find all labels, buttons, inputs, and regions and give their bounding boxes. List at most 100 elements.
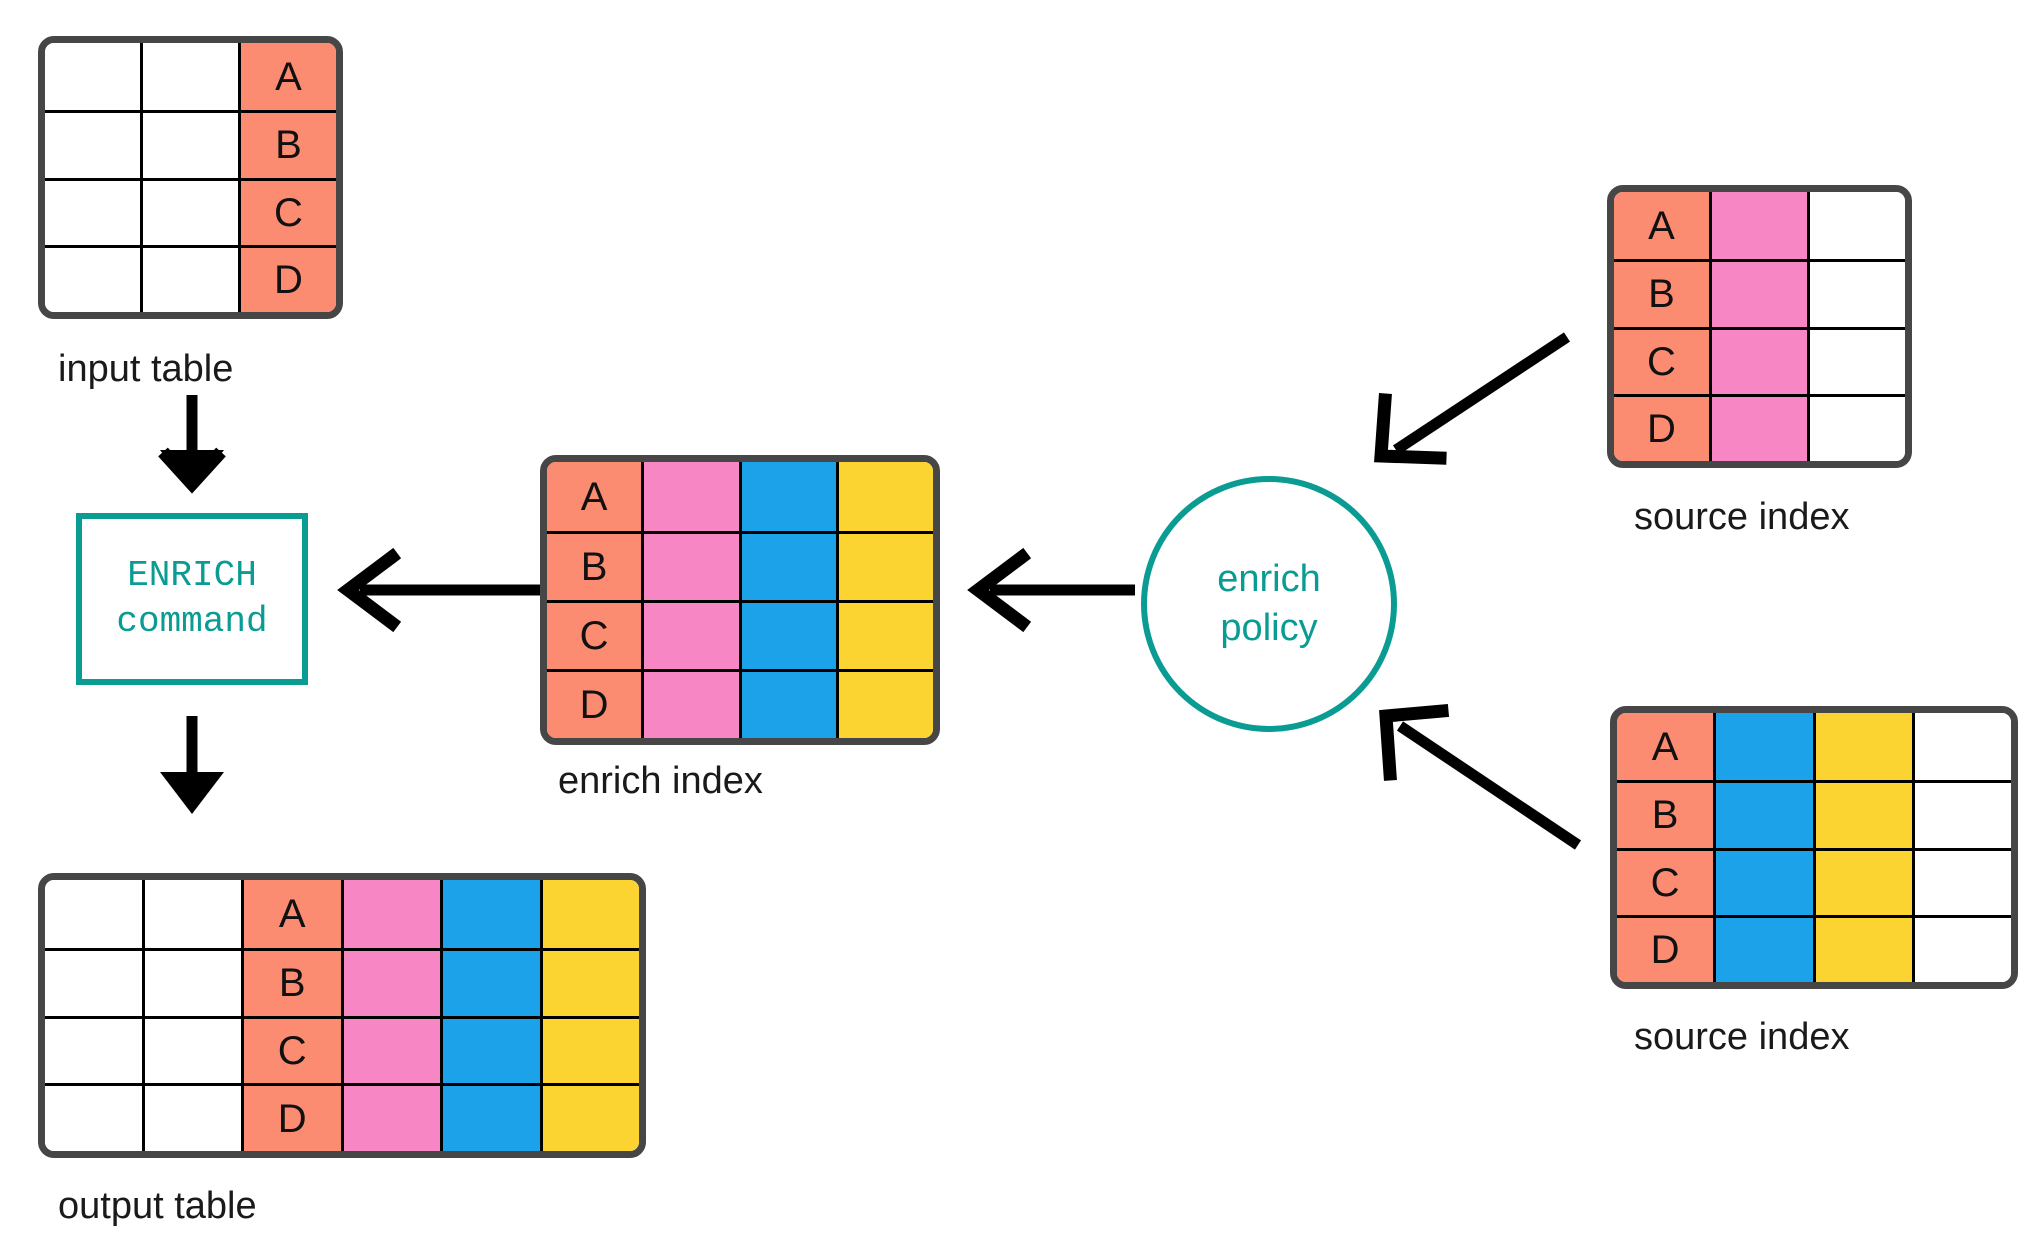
table-cell-key: D bbox=[1617, 914, 1714, 982]
table-cell bbox=[45, 947, 142, 1016]
table-row: D bbox=[547, 669, 933, 738]
table-cell bbox=[1709, 259, 1807, 327]
table-row: B bbox=[45, 947, 639, 1016]
table-cell-key: A bbox=[238, 43, 336, 111]
table-cell bbox=[835, 531, 933, 600]
table-cell-key: A bbox=[241, 880, 341, 948]
table-row: C bbox=[45, 177, 336, 245]
table-row: B bbox=[1614, 259, 1905, 327]
table-row: A bbox=[45, 880, 639, 948]
table-row: D bbox=[45, 244, 336, 312]
table-row: D bbox=[1614, 393, 1905, 461]
enrich-index-caption: enrich index bbox=[558, 760, 763, 802]
table-cell bbox=[539, 947, 639, 1016]
enrich-command-box[interactable]: ENRICH command bbox=[76, 513, 308, 685]
table-cell bbox=[1807, 393, 1905, 461]
table-cell bbox=[1807, 259, 1905, 327]
table-cell bbox=[45, 110, 140, 178]
table-cell bbox=[1709, 393, 1807, 461]
enrich-policy-line1: enrich bbox=[1217, 557, 1321, 600]
table-cell bbox=[738, 669, 836, 738]
table-cell bbox=[45, 244, 140, 312]
table-cell-key: C bbox=[547, 600, 642, 669]
source-index-top-caption: source index bbox=[1634, 496, 1850, 538]
enrich-policy-line2: policy bbox=[1220, 607, 1318, 649]
arrow-input-to-command bbox=[158, 395, 226, 494]
arrow-source-top-to-policy bbox=[1374, 332, 1571, 465]
table-cell bbox=[1911, 780, 2011, 848]
table-cell bbox=[45, 1015, 142, 1084]
enrich-command-line2: command bbox=[116, 601, 268, 642]
table-cell bbox=[835, 462, 933, 531]
table-row: B bbox=[1617, 780, 2011, 848]
table-cell bbox=[1911, 713, 2011, 781]
table-cell-key: C bbox=[241, 1015, 341, 1084]
table-row: A bbox=[1614, 192, 1905, 260]
table-row: C bbox=[1614, 326, 1905, 394]
source-index-bottom-caption: source index bbox=[1634, 1016, 1850, 1058]
table-cell bbox=[141, 947, 241, 1016]
table-cell bbox=[140, 43, 238, 111]
table-cell-key: D bbox=[241, 1083, 341, 1151]
table-cell bbox=[140, 177, 238, 245]
table-cell bbox=[641, 531, 739, 600]
table-cell bbox=[1713, 847, 1813, 915]
table-cell-key: C bbox=[1617, 847, 1714, 915]
table-row: C bbox=[45, 1015, 639, 1084]
table-cell bbox=[641, 600, 739, 669]
table-cell bbox=[1812, 847, 1912, 915]
table-cell bbox=[835, 600, 933, 669]
table-cell-key: C bbox=[238, 177, 336, 245]
table-cell bbox=[140, 244, 238, 312]
table-cell-key: B bbox=[1617, 780, 1714, 848]
table-cell bbox=[1807, 326, 1905, 394]
table-cell-key: B bbox=[241, 947, 341, 1016]
table-cell-key: D bbox=[547, 669, 642, 738]
table-cell bbox=[835, 669, 933, 738]
table-row: C bbox=[547, 600, 933, 669]
table-cell bbox=[440, 880, 540, 948]
table-row: D bbox=[45, 1083, 639, 1151]
arrow-command-to-output bbox=[160, 716, 224, 814]
table-cell bbox=[738, 462, 836, 531]
table-cell-key: A bbox=[547, 462, 642, 531]
table-cell bbox=[140, 110, 238, 178]
table-cell bbox=[340, 880, 440, 948]
table-cell bbox=[45, 880, 142, 948]
table-cell bbox=[1709, 326, 1807, 394]
table-cell-key: A bbox=[1614, 192, 1709, 260]
table-cell bbox=[1812, 780, 1912, 848]
table-cell-key: B bbox=[238, 110, 336, 178]
table-row: D bbox=[1617, 914, 2011, 982]
arrow-enrich-index-to-command bbox=[337, 547, 540, 633]
table-cell bbox=[1807, 192, 1905, 260]
table-cell bbox=[539, 1083, 639, 1151]
table-cell bbox=[539, 1015, 639, 1084]
table-cell bbox=[738, 531, 836, 600]
table-cell bbox=[738, 600, 836, 669]
table-cell bbox=[440, 1083, 540, 1151]
table-cell bbox=[1911, 914, 2011, 982]
table-cell bbox=[641, 462, 739, 531]
table-cell bbox=[539, 880, 639, 948]
table-cell bbox=[1713, 713, 1813, 781]
table-cell bbox=[1713, 914, 1813, 982]
table-cell-key: C bbox=[1614, 326, 1709, 394]
table-cell bbox=[440, 1015, 540, 1084]
table-cell bbox=[141, 1015, 241, 1084]
table-cell-key: A bbox=[1617, 713, 1714, 781]
table-cell bbox=[45, 177, 140, 245]
enrich-policy-circle[interactable]: enrich policy bbox=[1141, 476, 1397, 732]
table-cell bbox=[440, 947, 540, 1016]
table-cell bbox=[45, 43, 140, 111]
enrich-command-line1: ENRICH bbox=[127, 554, 257, 596]
arrow-source-bottom-to-policy bbox=[1379, 703, 1582, 850]
table-row: A bbox=[45, 43, 336, 111]
table-cell-key: B bbox=[547, 531, 642, 600]
